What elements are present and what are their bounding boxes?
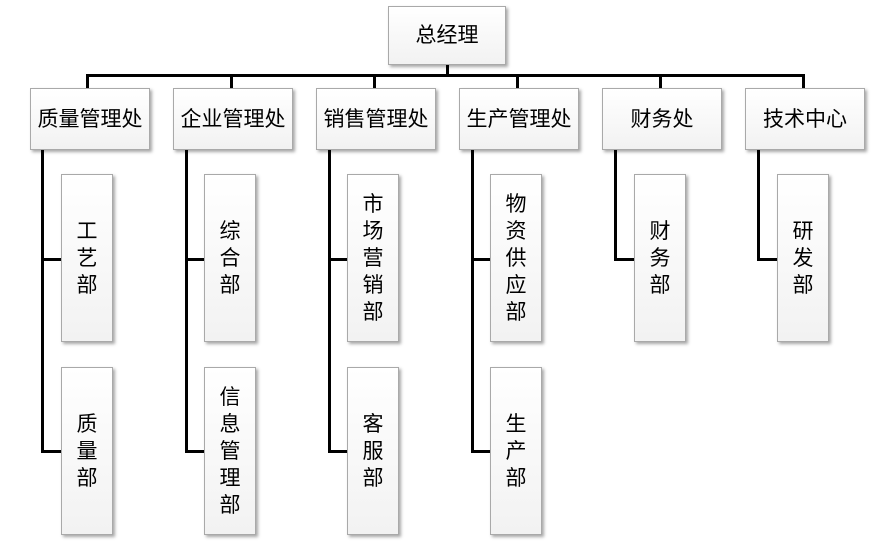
node-sub-2-1: 综合部 bbox=[204, 174, 256, 342]
connector-top-bus bbox=[86, 74, 805, 77]
node-sub-5-1-label: 财务部 bbox=[649, 218, 671, 297]
node-dept-4: 生产管理处 bbox=[459, 88, 579, 150]
connector-spine-1 bbox=[41, 150, 44, 452]
node-sub-4-2-label: 生产部 bbox=[505, 411, 527, 490]
connector-branch-1-2 bbox=[41, 450, 61, 453]
node-dept-6: 技术中心 bbox=[745, 88, 865, 150]
node-dept-1: 质量管理处 bbox=[30, 88, 150, 150]
node-dept-5-label: 财务处 bbox=[630, 106, 694, 131]
node-sub-3-2: 客服部 bbox=[347, 367, 399, 535]
connector-spine-3 bbox=[328, 150, 331, 452]
connector-branch-3-1 bbox=[328, 258, 347, 261]
node-sub-2-1-label: 综合部 bbox=[219, 218, 241, 297]
node-sub-4-1: 物资供应部 bbox=[490, 174, 542, 342]
node-sub-4-1-label: 物资供应部 bbox=[505, 191, 527, 324]
connector-branch-1-1 bbox=[41, 258, 61, 261]
node-sub-2-2: 信息管理部 bbox=[204, 367, 256, 535]
node-sub-1-2: 质量部 bbox=[61, 367, 113, 535]
connector-drop-4 bbox=[516, 74, 519, 88]
node-root: 总经理 bbox=[388, 6, 506, 65]
connector-spine-5 bbox=[614, 150, 617, 261]
node-dept-3: 销售管理处 bbox=[316, 88, 436, 150]
connector-branch-5-1 bbox=[614, 258, 634, 261]
connector-branch-4-2 bbox=[471, 450, 490, 453]
node-sub-3-2-label: 客服部 bbox=[362, 411, 384, 490]
connector-branch-6-1 bbox=[757, 258, 777, 261]
connector-drop-2 bbox=[230, 74, 233, 88]
connector-branch-2-2 bbox=[185, 450, 204, 453]
node-sub-3-1: 市场营销部 bbox=[347, 174, 399, 342]
node-sub-1-2-label: 质量部 bbox=[76, 411, 98, 490]
node-sub-2-2-label: 信息管理部 bbox=[219, 384, 241, 517]
node-sub-6-1-label: 研发部 bbox=[792, 218, 814, 297]
node-dept-2: 企业管理处 bbox=[173, 88, 293, 150]
node-sub-3-1-label: 市场营销部 bbox=[362, 191, 384, 324]
connector-spine-2 bbox=[185, 150, 188, 452]
connector-drop-1 bbox=[86, 74, 89, 88]
node-sub-4-2: 生产部 bbox=[490, 367, 542, 535]
node-dept-6-label: 技术中心 bbox=[763, 106, 847, 131]
connector-root-down bbox=[446, 65, 449, 76]
connector-branch-2-1 bbox=[185, 258, 204, 261]
connector-branch-4-1 bbox=[471, 258, 490, 261]
node-dept-3-label: 销售管理处 bbox=[323, 106, 429, 131]
connector-drop-6 bbox=[802, 74, 805, 88]
node-sub-1-1-label: 工艺部 bbox=[76, 218, 98, 297]
node-dept-5: 财务处 bbox=[602, 88, 722, 150]
node-sub-6-1: 研发部 bbox=[777, 174, 829, 342]
connector-branch-3-2 bbox=[328, 450, 347, 453]
node-dept-1-label: 质量管理处 bbox=[37, 106, 143, 131]
connector-drop-5 bbox=[659, 74, 662, 88]
connector-spine-4 bbox=[471, 150, 474, 452]
node-dept-4-label: 生产管理处 bbox=[466, 106, 572, 131]
connector-spine-6 bbox=[757, 150, 760, 261]
node-sub-5-1: 财务部 bbox=[634, 174, 686, 342]
node-sub-1-1: 工艺部 bbox=[61, 174, 113, 342]
node-root-label: 总经理 bbox=[415, 23, 479, 47]
connector-drop-3 bbox=[373, 74, 376, 88]
node-dept-2-label: 企业管理处 bbox=[180, 106, 286, 131]
